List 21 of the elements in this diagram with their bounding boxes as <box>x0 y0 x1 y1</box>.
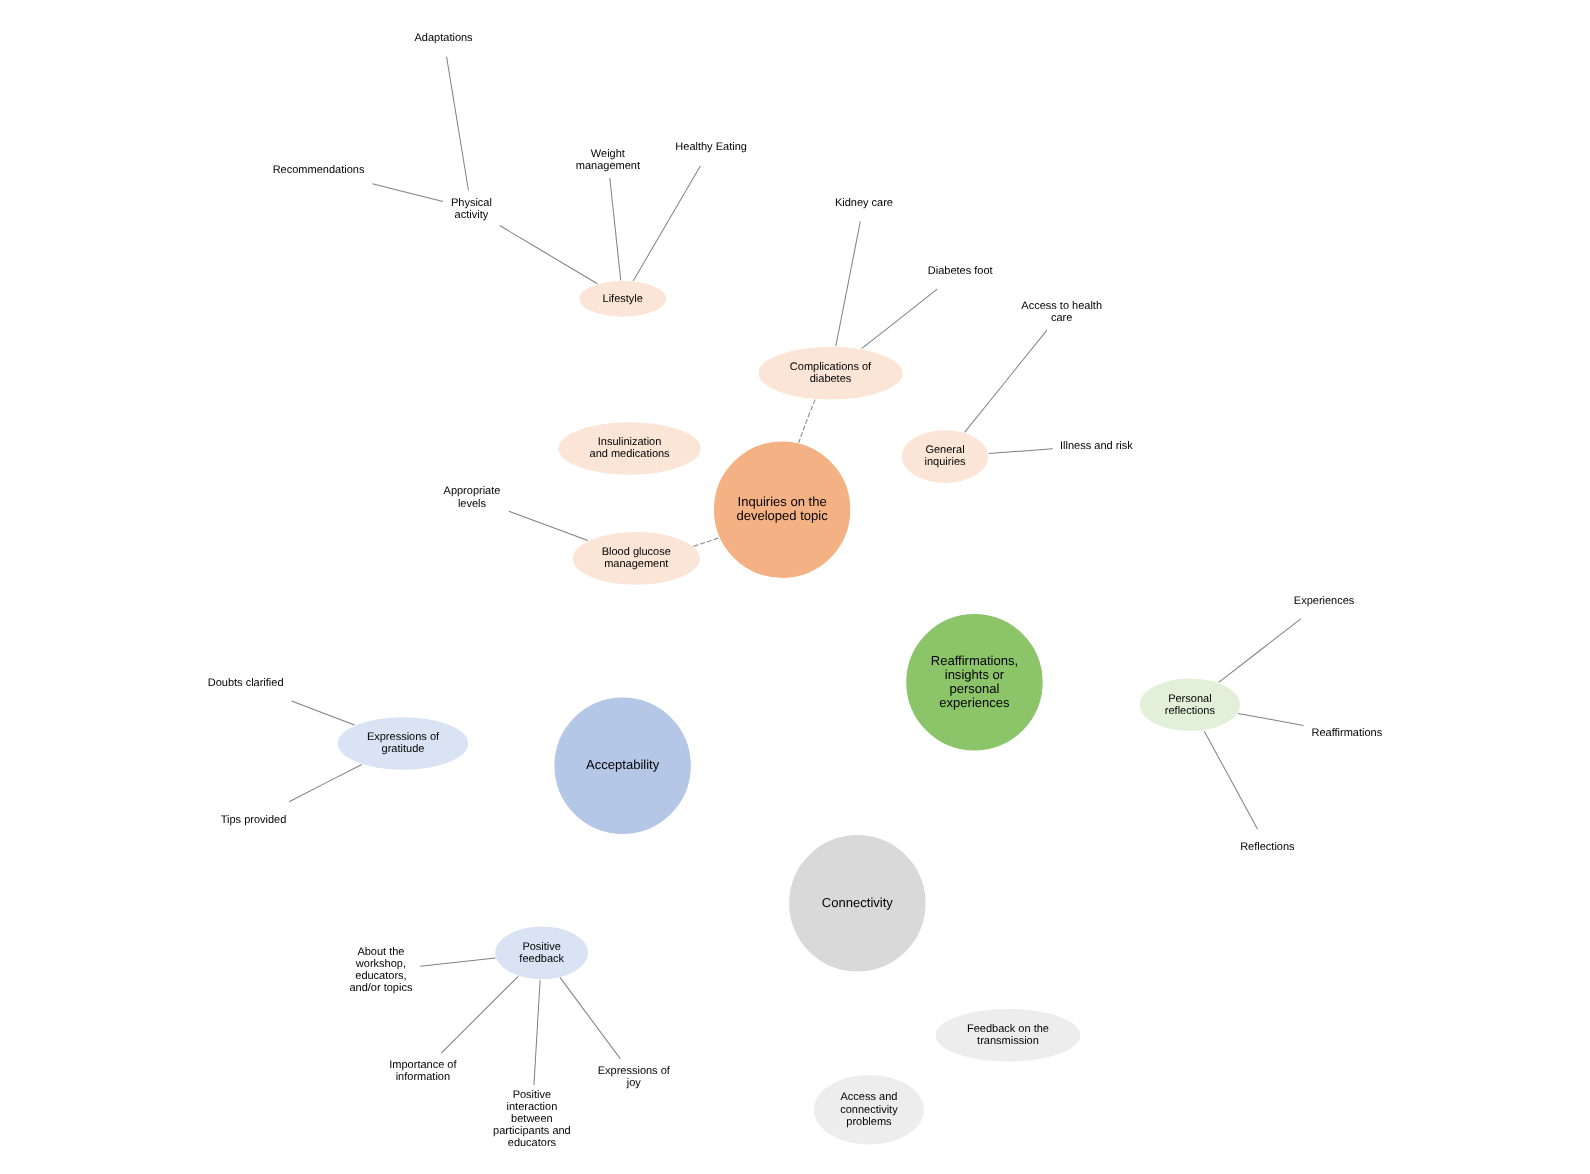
connector <box>559 977 621 1060</box>
connector <box>693 537 720 547</box>
connector <box>964 329 1048 433</box>
connector <box>499 225 598 285</box>
connector <box>1203 730 1258 830</box>
connector <box>988 448 1054 454</box>
connector <box>798 399 816 444</box>
connector <box>291 700 355 726</box>
connector <box>440 975 519 1054</box>
connector <box>446 56 469 191</box>
connector <box>1218 618 1302 683</box>
connector <box>372 183 444 203</box>
connector <box>835 220 861 347</box>
connector <box>419 957 497 967</box>
connector <box>533 979 541 1086</box>
connector <box>1237 713 1304 726</box>
connector <box>632 165 701 282</box>
connector <box>288 764 363 803</box>
connector <box>861 288 938 350</box>
connector <box>609 177 622 281</box>
connector <box>508 510 589 541</box>
